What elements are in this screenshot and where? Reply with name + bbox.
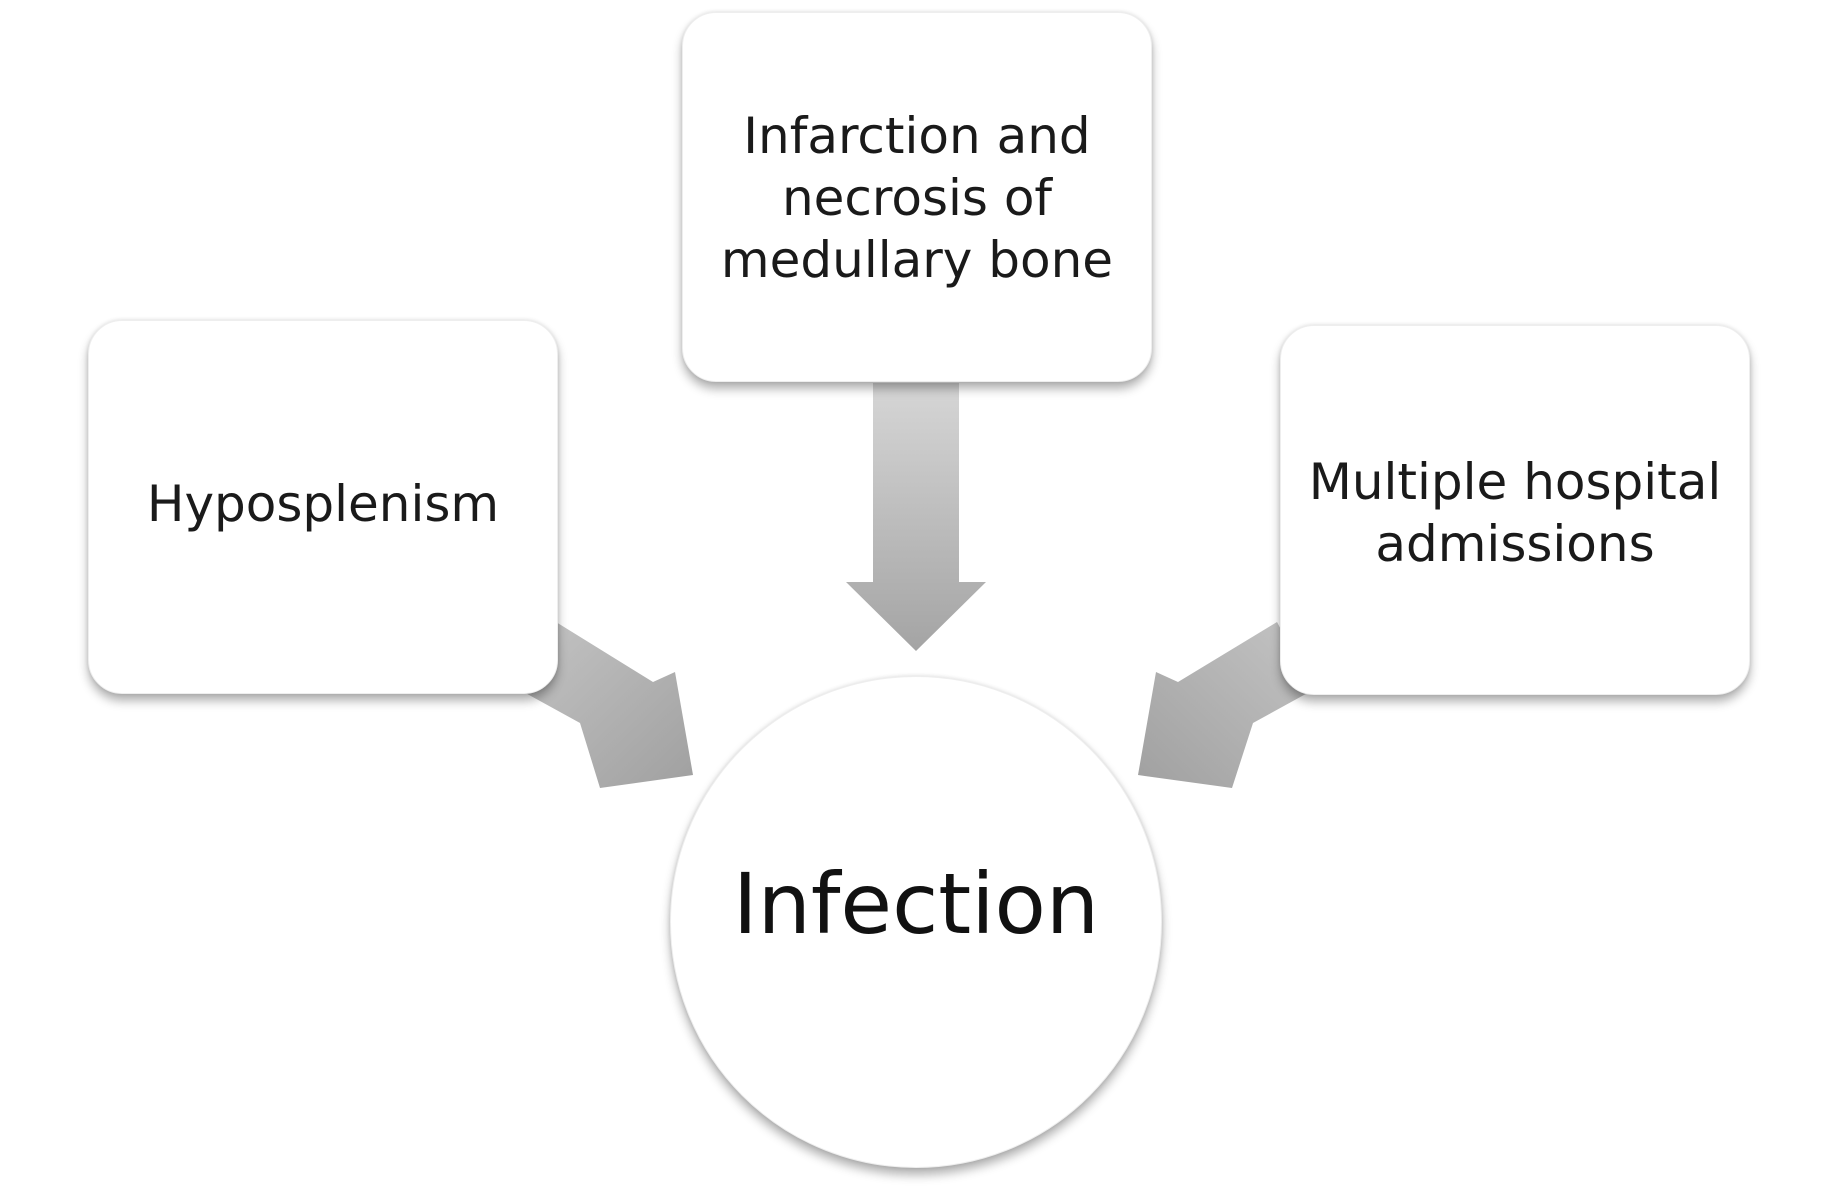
center-node-infection: Infection [670,676,1162,1168]
cause-box-infarction: Infarction and necrosis of medullary bon… [682,12,1152,382]
arrow-right-to-center [1138,622,1313,788]
center-label: Infection [732,855,1100,953]
cause-label-hyposplenism: Hyposplenism [146,475,500,533]
cause-label-hospital-admissions: Multiple hospital admissions [1308,453,1722,573]
arrow-top-to-center [846,383,986,651]
cause-box-hospital-admissions: Multiple hospital admissions [1280,325,1750,695]
cause-label-infarction: Infarction and necrosis of medullary bon… [720,107,1114,289]
cause-box-hyposplenism: Hyposplenism [88,320,558,694]
arrow-left-to-center [520,622,693,788]
